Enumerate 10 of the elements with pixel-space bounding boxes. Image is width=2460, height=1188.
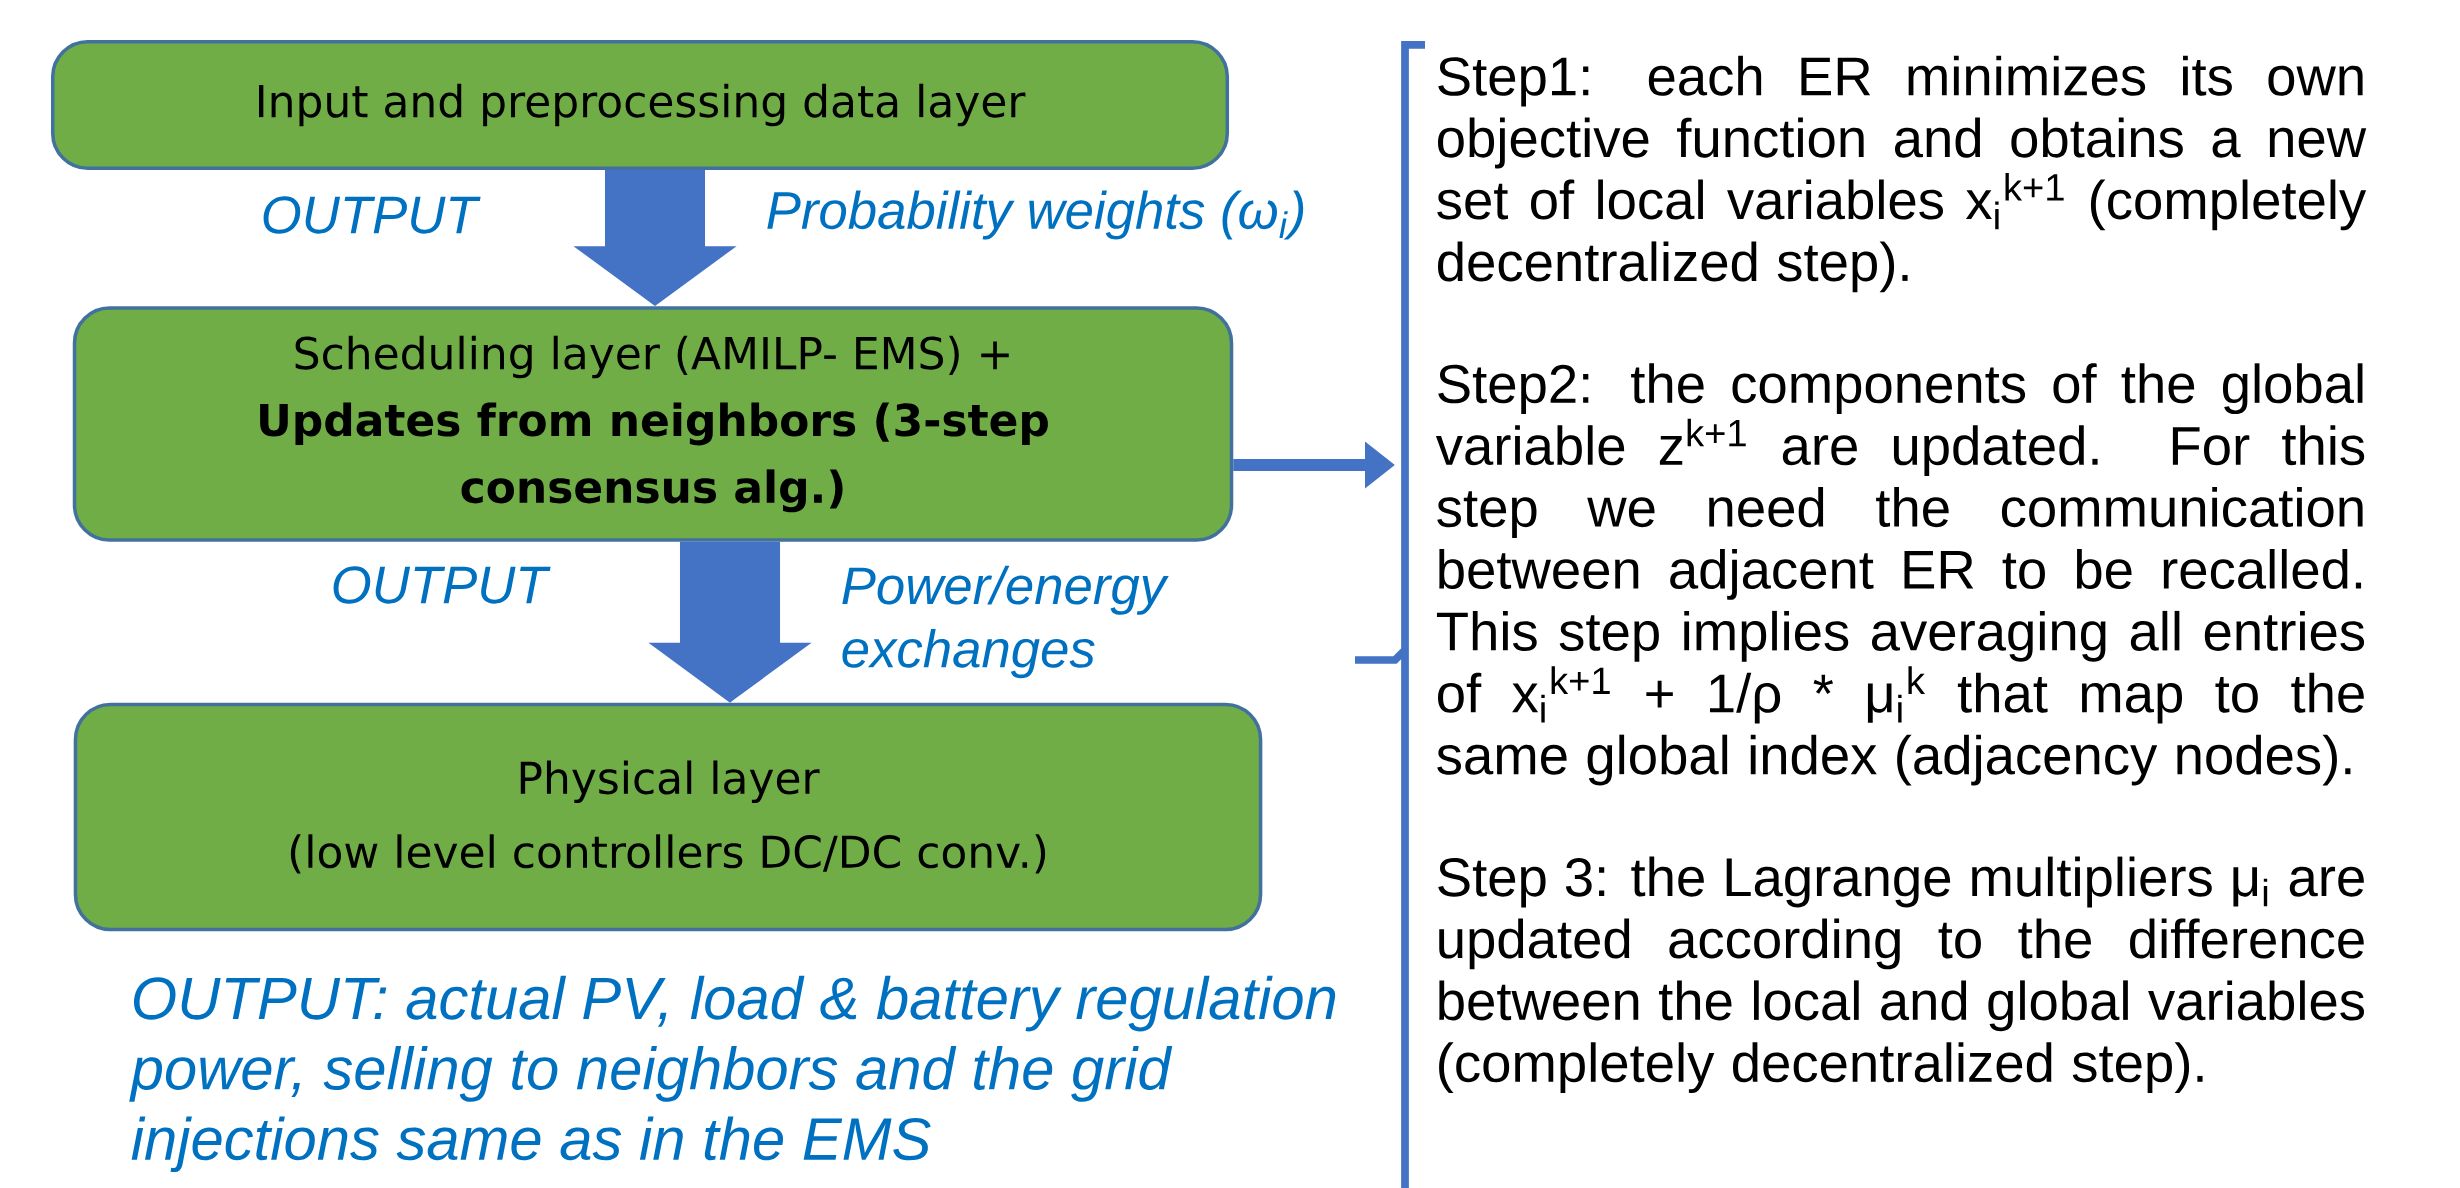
annotation-text: OUTPUT xyxy=(333,566,551,604)
annotation-text: Power/energy exchanges xyxy=(842,565,1169,679)
step-paragraph: Step 3: the Lagrange multipliers μ$_{i}$ are updated according to the difference between the local and global variables (completely decentralized step). xyxy=(1438,856,2364,1094)
annotation-text: Probability weights (ω$_{i}$) xyxy=(767,190,1304,240)
layer-box: Scheduling layer (AMILP- EMS) + Updates from neighbors (3-step consensus alg.) xyxy=(72,306,1234,542)
layer-box: Input and preprocessing data layer xyxy=(51,39,1230,171)
step-paragraph: Step2: the components of the global variable z$^{k+1}$ are updated. For this step we need the communication between adjacent ER to be recalled. This step implies averaging all entries of x$_{i}$$^{k+1}$ + 1/ρ * μ$_{i}$$^{k}$ that map to the same global index (adjacency nodes). xyxy=(1435,363,2365,786)
step-paragraph: Step1: each ER minimizes its own objective function and obtains a new set of local variables x$_{i}$$^{k+1}$ (completely decentralized step). xyxy=(1437,55,2367,293)
annotation-text: OUTPUT xyxy=(263,196,481,234)
layer-box: Physical layer (low level controllers DC/DC conv.) xyxy=(73,702,1263,932)
